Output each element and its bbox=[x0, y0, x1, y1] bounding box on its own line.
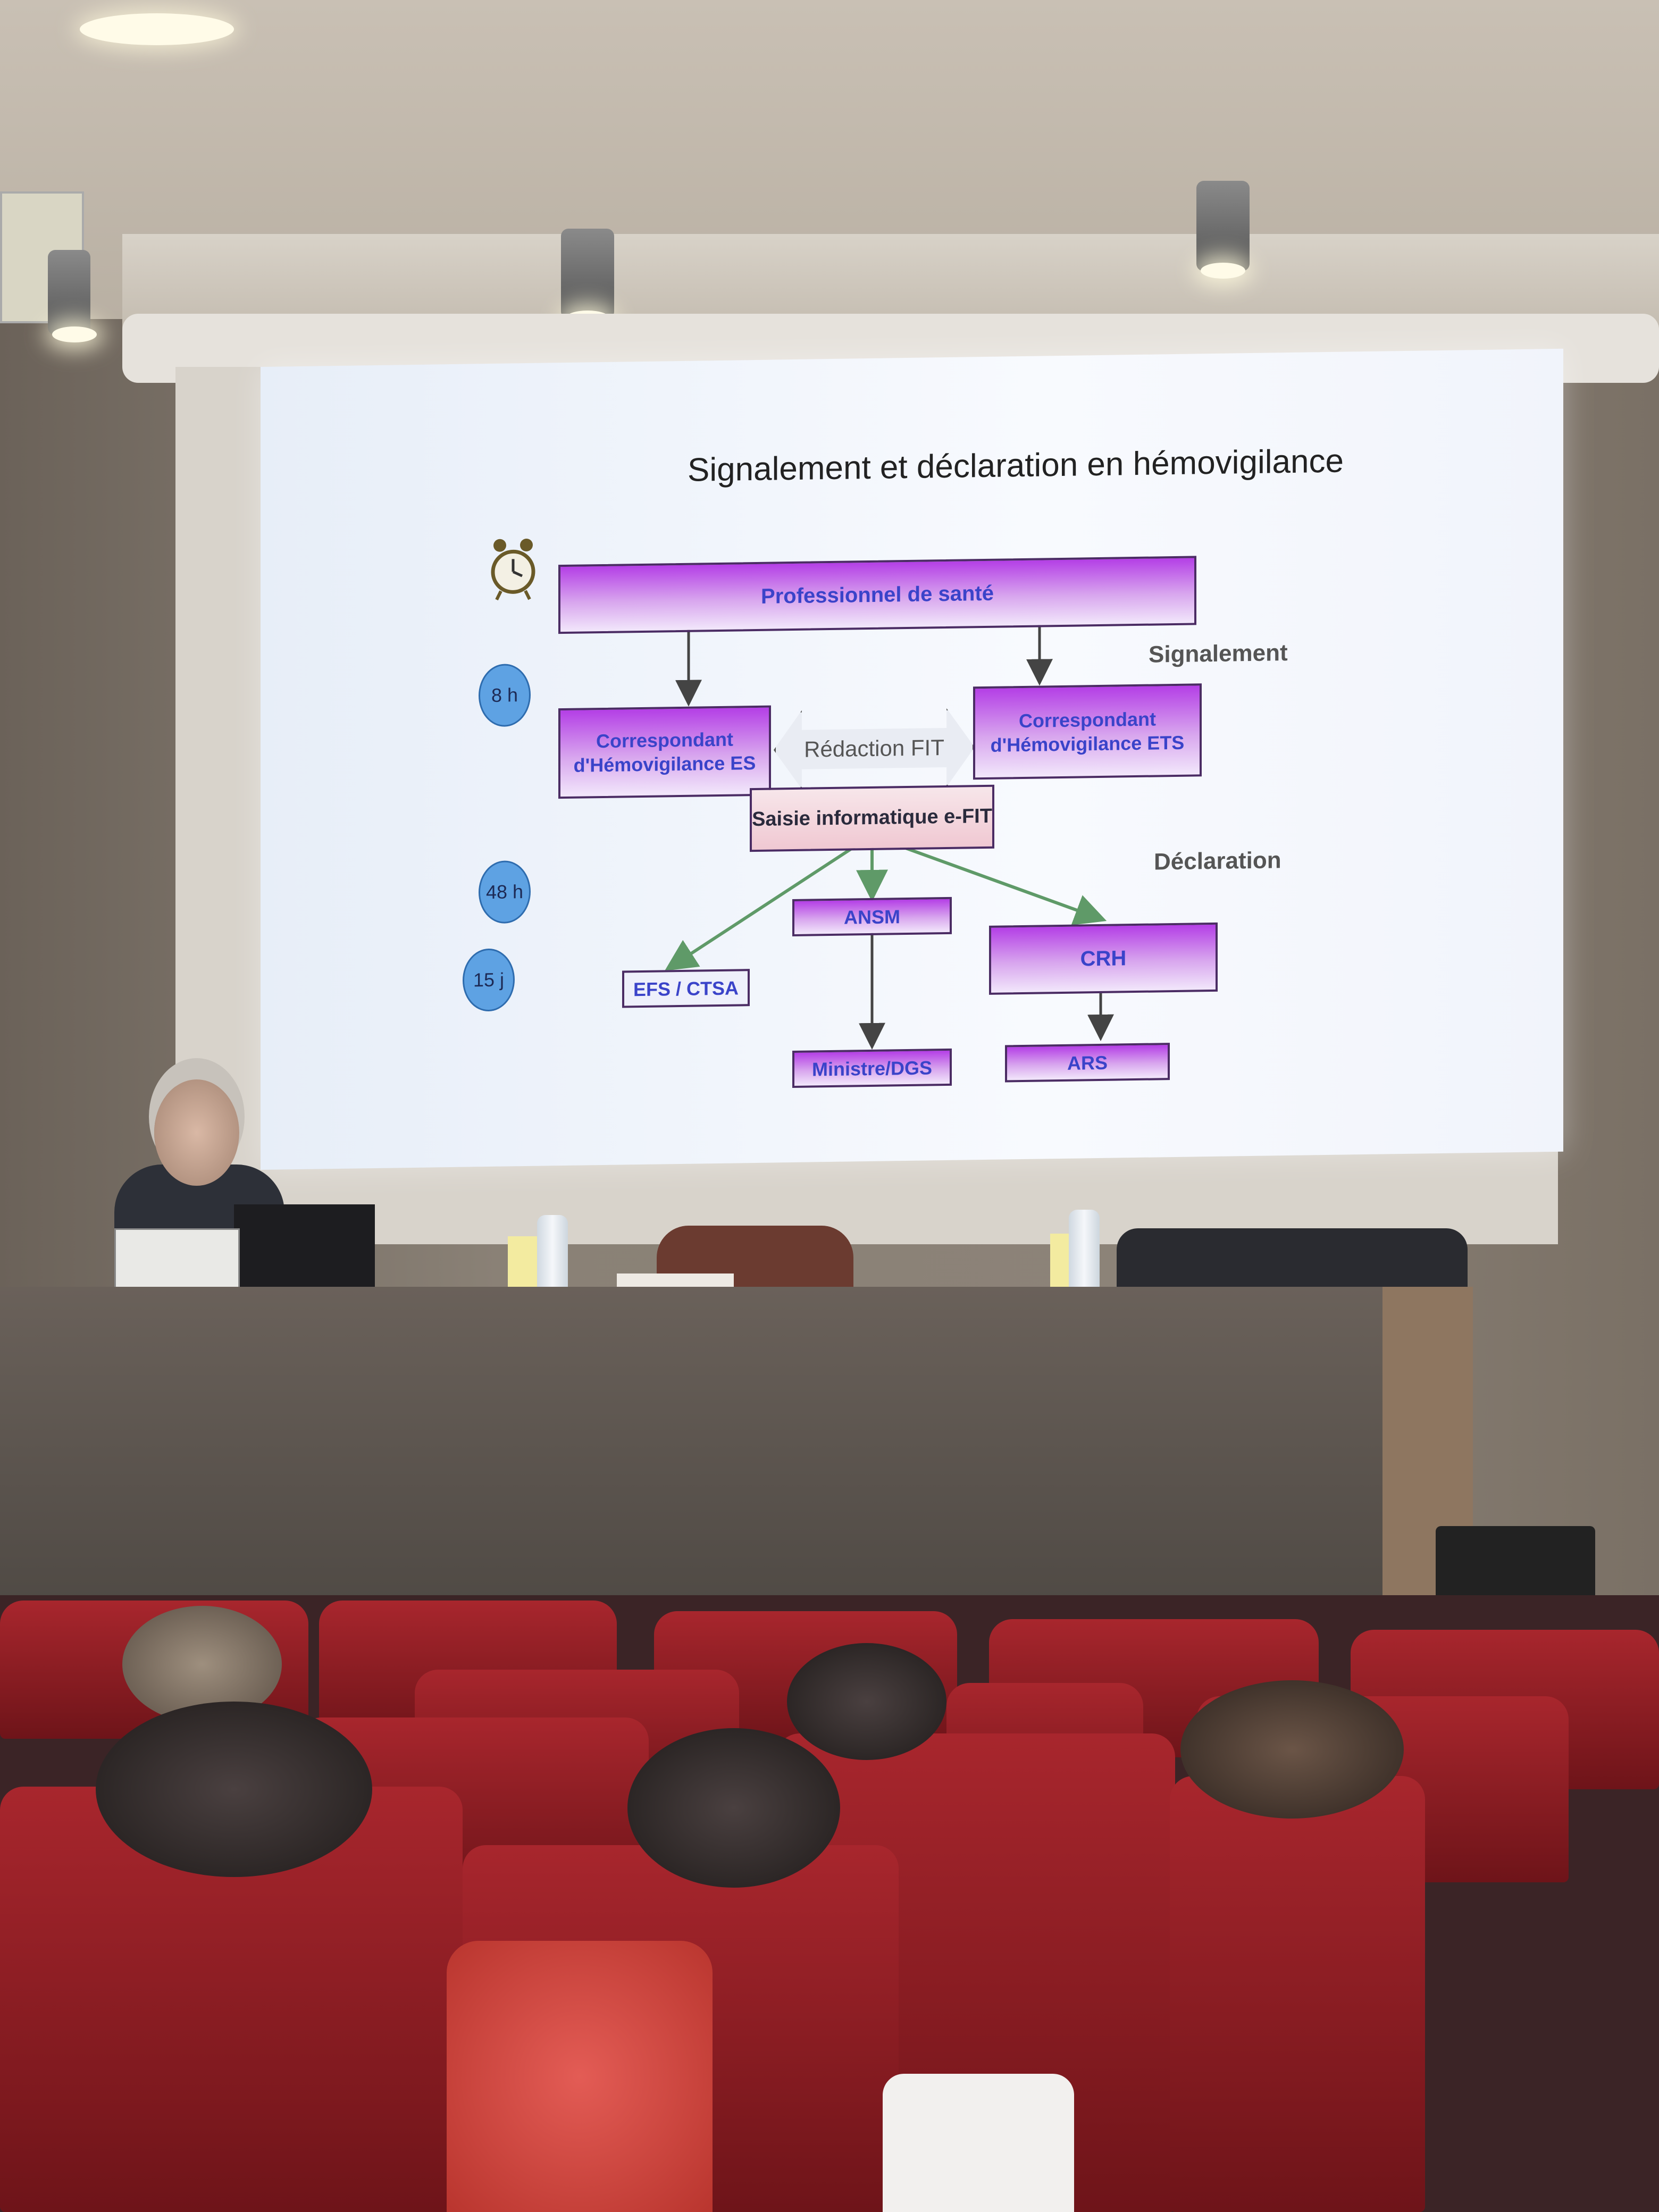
box-saisie-informatique: Saisie informatique e-FIT bbox=[750, 784, 994, 852]
alarm-clock-icon bbox=[491, 539, 535, 601]
box-correspondant-es: Correspondant d'Hémovigilance ES bbox=[558, 705, 771, 799]
audience-head bbox=[1180, 1680, 1404, 1819]
audience-head bbox=[96, 1702, 372, 1877]
box-correspondant-ets: Correspondant d'Hémovigilance ETS bbox=[973, 683, 1202, 780]
flow-connectors bbox=[664, 611, 1114, 1050]
audience-shirt bbox=[883, 2074, 1074, 2212]
box-ministre-dgs: Ministre/DGS bbox=[792, 1048, 952, 1088]
audience-head bbox=[787, 1643, 946, 1760]
audience-head bbox=[627, 1728, 840, 1888]
laptop-lid bbox=[114, 1228, 240, 1298]
label-declaration: Déclaration bbox=[1154, 847, 1281, 875]
box-professionnel-de-sante: Professionnel de santé bbox=[558, 556, 1196, 634]
box-crh: CRH bbox=[989, 922, 1218, 995]
ceiling-downlight bbox=[80, 13, 234, 45]
projected-slide: Signalement et déclaration en hémovigila… bbox=[261, 348, 1563, 1170]
spotlight bbox=[1196, 181, 1250, 279]
spotlight bbox=[48, 250, 97, 342]
speaker-head bbox=[154, 1079, 239, 1186]
audience-shirt bbox=[447, 1941, 713, 2212]
label-signalement: Signalement bbox=[1149, 640, 1288, 668]
laptop-screen bbox=[234, 1204, 375, 1289]
bag-on-desk bbox=[1117, 1228, 1468, 1292]
box-efs-ctsa: EFS / CTSA bbox=[622, 969, 750, 1008]
box-ars: ARS bbox=[1005, 1043, 1170, 1083]
box-ansm: ANSM bbox=[792, 896, 952, 937]
water-bottle bbox=[537, 1215, 568, 1295]
water-bottle bbox=[1069, 1210, 1100, 1289]
spotlight bbox=[561, 229, 614, 326]
seat bbox=[1170, 1776, 1425, 2212]
